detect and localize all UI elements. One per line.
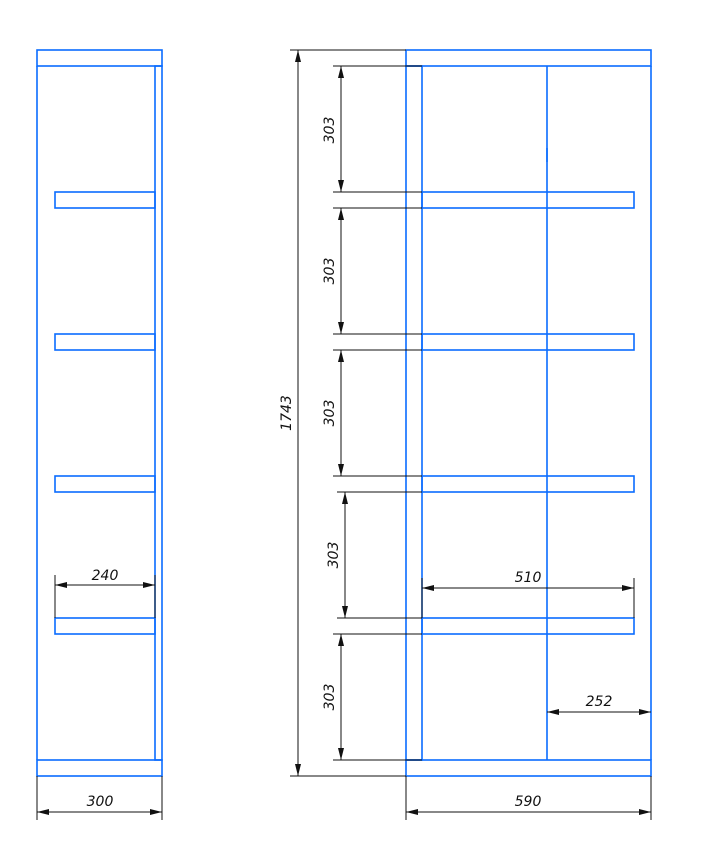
- side-shelf: [54, 475, 156, 493]
- dim-label-303: 303: [322, 400, 338, 427]
- dim-label-1743: 1743: [279, 395, 295, 431]
- side-shelf: [54, 333, 156, 351]
- dim-label-510: 510: [515, 570, 542, 586]
- side-shelf: [54, 191, 156, 209]
- dim-shelf-width: 510: [421, 570, 635, 618]
- side-back-panel: [154, 65, 163, 761]
- dim-label-590: 590: [515, 794, 542, 810]
- dim-label-303: 303: [322, 258, 338, 285]
- dim-shelf-depth: 240: [54, 568, 156, 618]
- dim-label-303: 303: [326, 542, 342, 569]
- dim-label-252: 252: [586, 694, 613, 710]
- dim-label-300: 300: [87, 794, 114, 810]
- dim-label-303: 303: [322, 117, 338, 144]
- dim-overall-height: 1743: [279, 49, 406, 777]
- front-top-panel: [405, 49, 652, 67]
- front-bottom-panel: [405, 759, 652, 777]
- front-shelf: [421, 475, 635, 493]
- dim-label-240: 240: [92, 568, 119, 584]
- dim-overall-depth: 300: [36, 776, 163, 820]
- front-shelf: [421, 333, 635, 351]
- front-shelf: [421, 191, 635, 209]
- side-bottom-panel: [36, 759, 163, 777]
- side-top-panel: [36, 49, 163, 67]
- front-view: 1743 303 303 303: [279, 49, 652, 820]
- front-shelf: [421, 617, 635, 635]
- front-left-side-panel: [405, 65, 423, 761]
- dim-shelf-spacing: 303 303 303 303 303: [322, 65, 422, 761]
- side-view: 240 300: [36, 49, 163, 820]
- side-shelf: [54, 617, 156, 635]
- dim-half-width: 252: [547, 694, 651, 715]
- dim-label-303: 303: [322, 684, 338, 711]
- dim-overall-width: 590: [405, 776, 652, 820]
